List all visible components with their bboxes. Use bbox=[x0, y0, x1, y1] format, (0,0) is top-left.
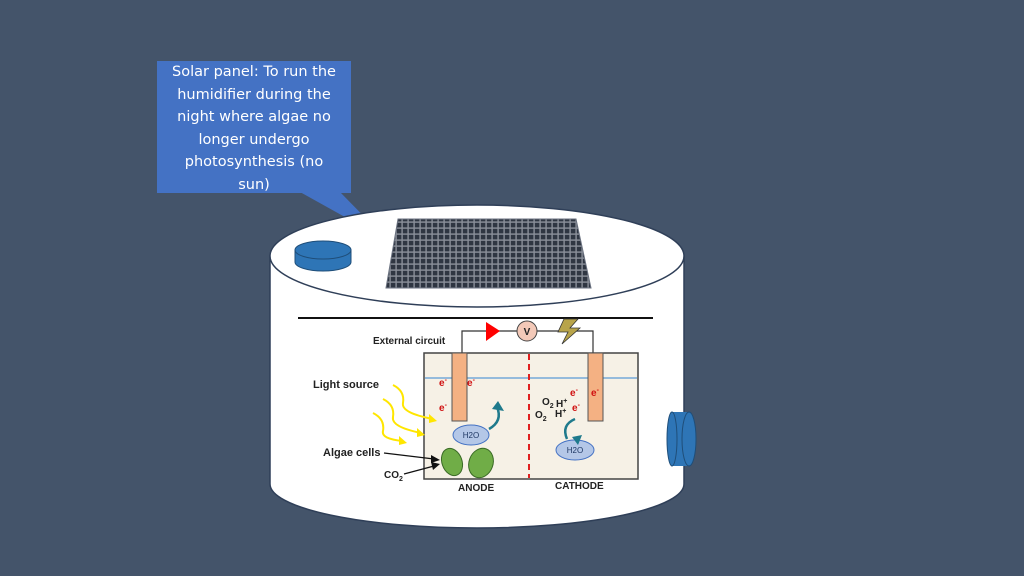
light-source-label: Light source bbox=[313, 379, 379, 391]
external-circuit-label: External circuit bbox=[373, 336, 446, 347]
solar-panel bbox=[385, 218, 592, 289]
o2-label: O2 bbox=[542, 397, 554, 410]
co2-pointer-arrow bbox=[403, 462, 440, 475]
co2-label: CO2 bbox=[384, 470, 403, 483]
electron-label: e- bbox=[572, 402, 581, 414]
h-ion-label: H+ bbox=[555, 408, 566, 420]
algae-pointer-arrow bbox=[383, 452, 440, 463]
voltmeter bbox=[516, 320, 538, 342]
reaction-arrow-cathode bbox=[564, 417, 582, 445]
electron-label: e- bbox=[467, 377, 476, 389]
algae-cell bbox=[440, 447, 464, 477]
callout-line: night where algae no bbox=[177, 109, 331, 125]
fuel-cell-diagram: V External circuit Light source Algae ce… bbox=[298, 317, 653, 497]
electron-label: e- bbox=[570, 387, 579, 399]
algae-cell bbox=[468, 447, 494, 479]
electron-label: e- bbox=[439, 377, 448, 389]
lightning-icon bbox=[557, 318, 582, 345]
callout-line: Solar panel: To run the bbox=[172, 64, 336, 80]
callout-line: humidifier during the bbox=[177, 86, 331, 103]
blue-cap-top bbox=[294, 240, 352, 272]
anode-electrode bbox=[451, 352, 468, 422]
o2-label: O2 bbox=[535, 410, 547, 423]
algae-cells-label: Algae cells bbox=[323, 447, 380, 459]
callout-line: longer undergo bbox=[198, 131, 310, 148]
electron-label: e- bbox=[439, 402, 448, 414]
electron-label: e- bbox=[591, 387, 600, 399]
light-rays bbox=[372, 384, 437, 445]
callout-line: sun) bbox=[238, 176, 270, 193]
anode-label: ANODE bbox=[458, 483, 494, 494]
current-arrow bbox=[486, 322, 500, 341]
cathode-electrode bbox=[587, 352, 604, 422]
callout-line: photosynthesis (no bbox=[184, 154, 324, 170]
reaction-arrow-anode bbox=[488, 401, 504, 431]
voltmeter-label: V bbox=[524, 327, 531, 338]
h2o-molecule-anode bbox=[452, 424, 490, 446]
h2o-label: H2O bbox=[463, 431, 479, 440]
blue-nozzle-side bbox=[666, 411, 697, 467]
solar-panel-callout: Solar panel: To run the humidifier durin… bbox=[157, 61, 351, 193]
h2o-label: H2O bbox=[567, 446, 583, 455]
h-ion-label: H+ bbox=[556, 398, 567, 410]
cathode-label: CATHODE bbox=[555, 481, 604, 492]
